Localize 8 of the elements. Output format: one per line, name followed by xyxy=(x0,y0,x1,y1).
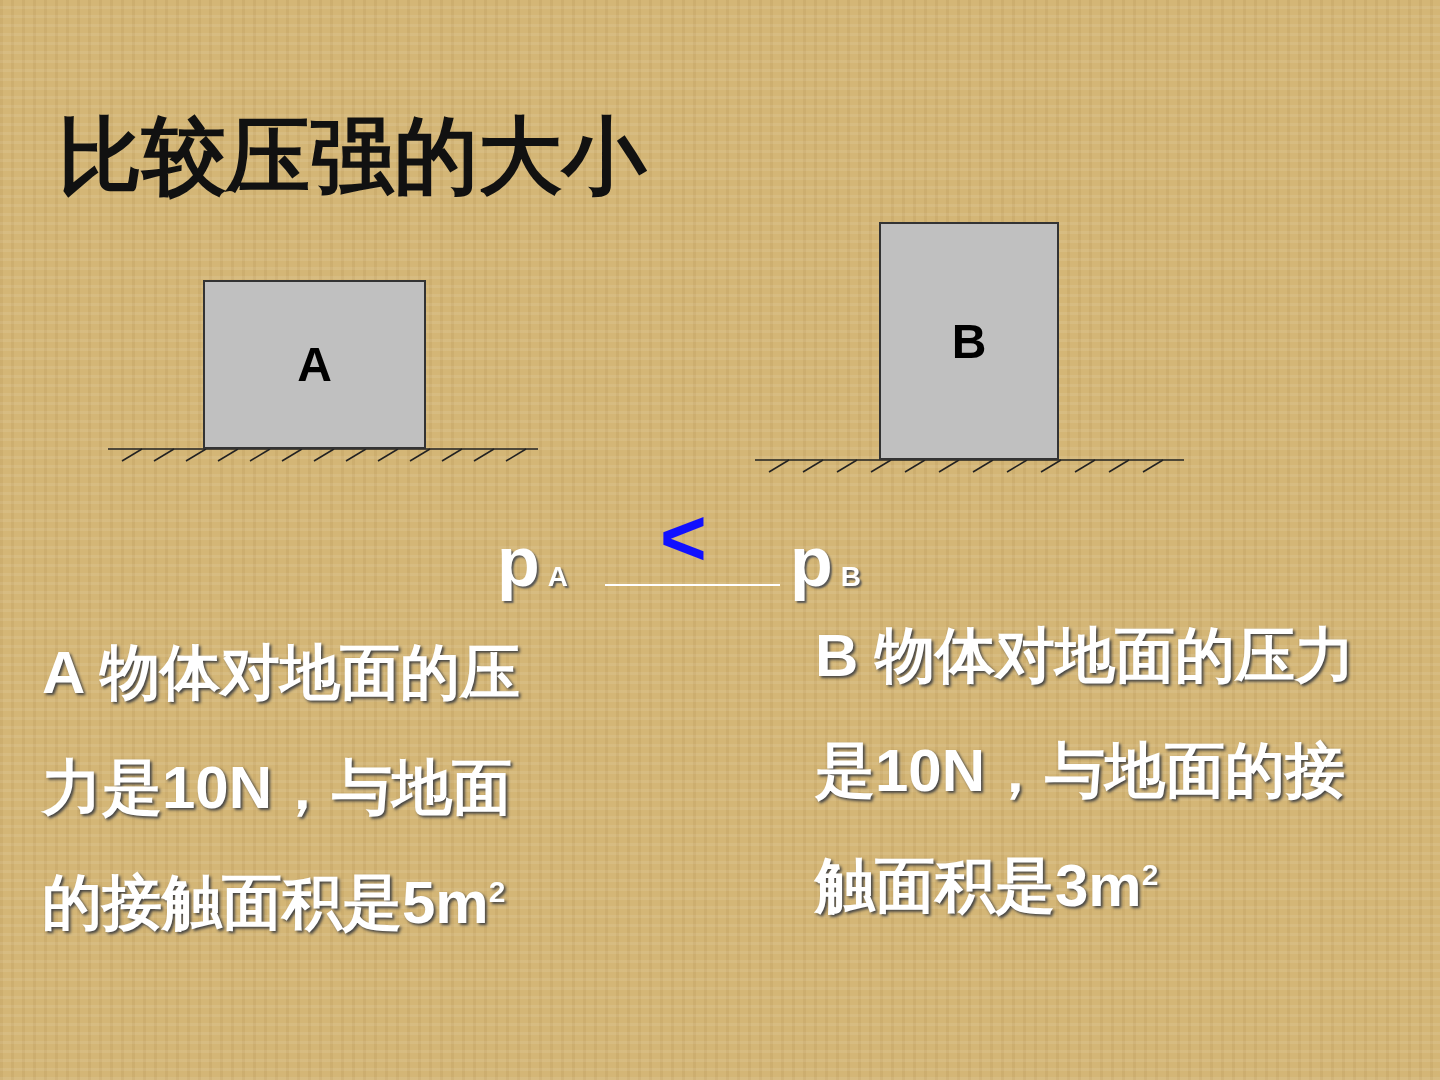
description-text: A 物体对地面的压力是10N，与地面的接触面积是5m$^{2}$ xyxy=(42,638,521,938)
block xyxy=(879,222,1059,460)
block-label: B xyxy=(951,313,987,369)
block xyxy=(203,280,426,449)
comparison-sign: < xyxy=(660,492,707,584)
description-text: B 物体对地面的压力是10N，与地面的接触面积是3m$^{2}$ xyxy=(815,621,1356,921)
block-label: A xyxy=(297,337,332,392)
slide-title: 比较压强的大小 xyxy=(58,108,646,205)
